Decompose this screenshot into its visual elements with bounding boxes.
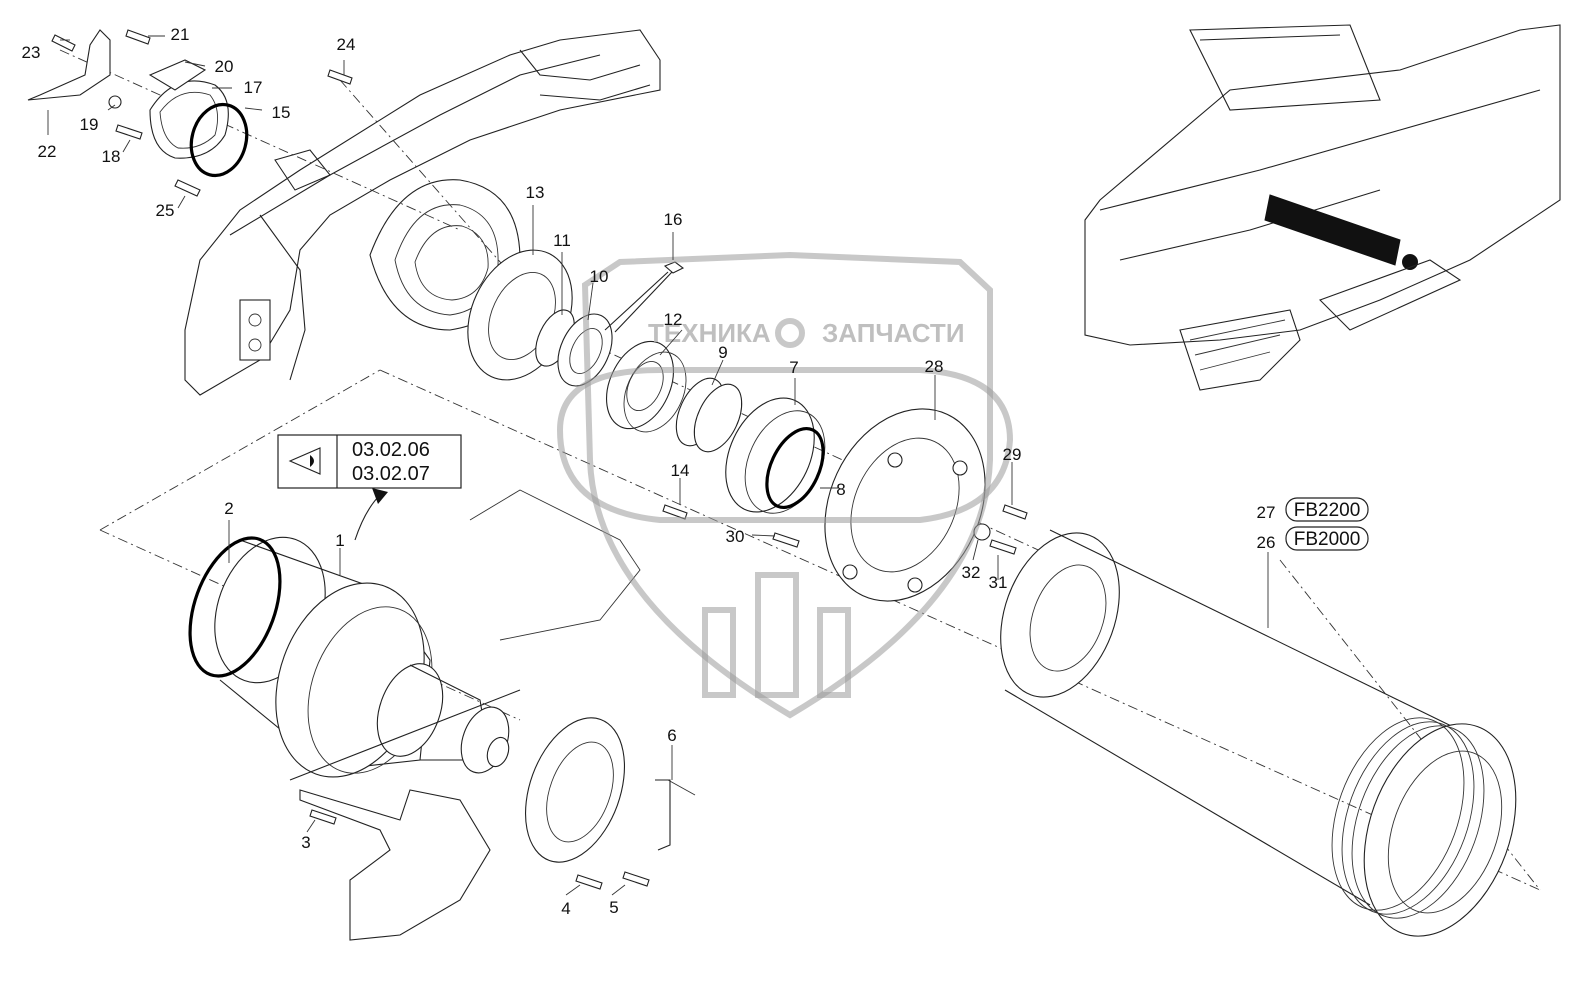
reference-arrow: [354, 494, 381, 541]
ring-9b: [693, 383, 743, 453]
bolt-3: [309, 809, 337, 825]
bolt-29: [1002, 504, 1028, 520]
clamp-17-20: [148, 59, 229, 159]
bolt-30: [772, 532, 800, 548]
watermark: ТЕХНИКА ЗАПЧАСТИ: [556, 251, 1014, 719]
flange-6: [524, 717, 696, 863]
reference-line-2: 03.02.07: [352, 463, 430, 485]
callout-29: 29: [1003, 445, 1022, 464]
callout-21: 21: [171, 25, 190, 44]
small-bolts-upper: [51, 29, 353, 197]
callout-23: 23: [22, 43, 41, 62]
reference-arrowhead: [372, 488, 388, 504]
callout-17: 17: [244, 78, 263, 97]
callout-7: 7: [789, 358, 798, 377]
bolt-14: [662, 504, 688, 520]
callout-5: 5: [609, 898, 618, 917]
callout-26: 26: [1257, 533, 1276, 552]
watermark-right-text: ЗАПЧАСТИ: [822, 318, 965, 348]
bolt-4: [575, 874, 603, 890]
callout-leaders: [47, 35, 1269, 896]
leader-16a: [604, 271, 669, 331]
bracket-22: [27, 29, 111, 101]
callout-16: 16: [664, 210, 683, 229]
reference-line-1: 03.02.06: [352, 439, 430, 461]
callout-2: 2: [224, 499, 233, 518]
callout-4: 4: [561, 899, 570, 918]
eye-icon: [310, 455, 314, 467]
callout-20: 20: [215, 57, 234, 76]
lower-frame-outline: [289, 489, 641, 941]
gearbox-1: [214, 536, 510, 778]
callout-13: 13: [526, 183, 545, 202]
leader-16b: [614, 271, 673, 333]
callout-30: 30: [726, 527, 745, 546]
callout-1: 1: [335, 531, 344, 550]
callout-22: 22: [38, 142, 57, 161]
callout-32: 32: [962, 563, 981, 582]
callout-8: 8: [836, 480, 845, 499]
o-ring-2: [188, 536, 282, 678]
reference-box[interactable]: 03.02.06 03.02.07: [277, 434, 462, 489]
callout-15: 15: [272, 103, 291, 122]
drum-26-27: [1000, 529, 1517, 937]
callout-3: 3: [301, 833, 310, 852]
variant-pill-fb2000: FB2000: [1285, 526, 1369, 551]
o-ring-15: [189, 102, 249, 178]
callout-11: 11: [553, 231, 571, 250]
callout-25: 25: [156, 201, 175, 220]
callout-27: 27: [1257, 503, 1276, 522]
watermark-left-text: ТЕХНИКА: [648, 318, 771, 348]
variant-pill-fb2200: FB2200: [1285, 497, 1369, 522]
o-ring-8: [765, 427, 825, 509]
callout-12: 12: [664, 310, 683, 329]
callout-19: 19: [80, 115, 99, 134]
callout-31: 31: [989, 573, 1008, 592]
callout-18: 18: [102, 147, 121, 166]
bolt-5: [622, 871, 650, 887]
callout-28: 28: [925, 357, 944, 376]
callout-24: 24: [337, 35, 356, 54]
frame-outline: [184, 29, 661, 396]
variant-label-fb2000: FB2000: [1294, 529, 1361, 550]
callout-9: 9: [718, 343, 727, 362]
machine-overview: [1084, 24, 1561, 391]
variant-label-fb2200: FB2200: [1294, 500, 1361, 521]
nipple-16: [663, 261, 685, 274]
plate-28: [824, 408, 986, 602]
view-triangle-icon: [288, 447, 321, 475]
callout-6: 6: [667, 726, 676, 745]
callout-10: 10: [590, 267, 609, 286]
callout-14: 14: [671, 461, 690, 480]
bolt-31: [989, 539, 1017, 555]
